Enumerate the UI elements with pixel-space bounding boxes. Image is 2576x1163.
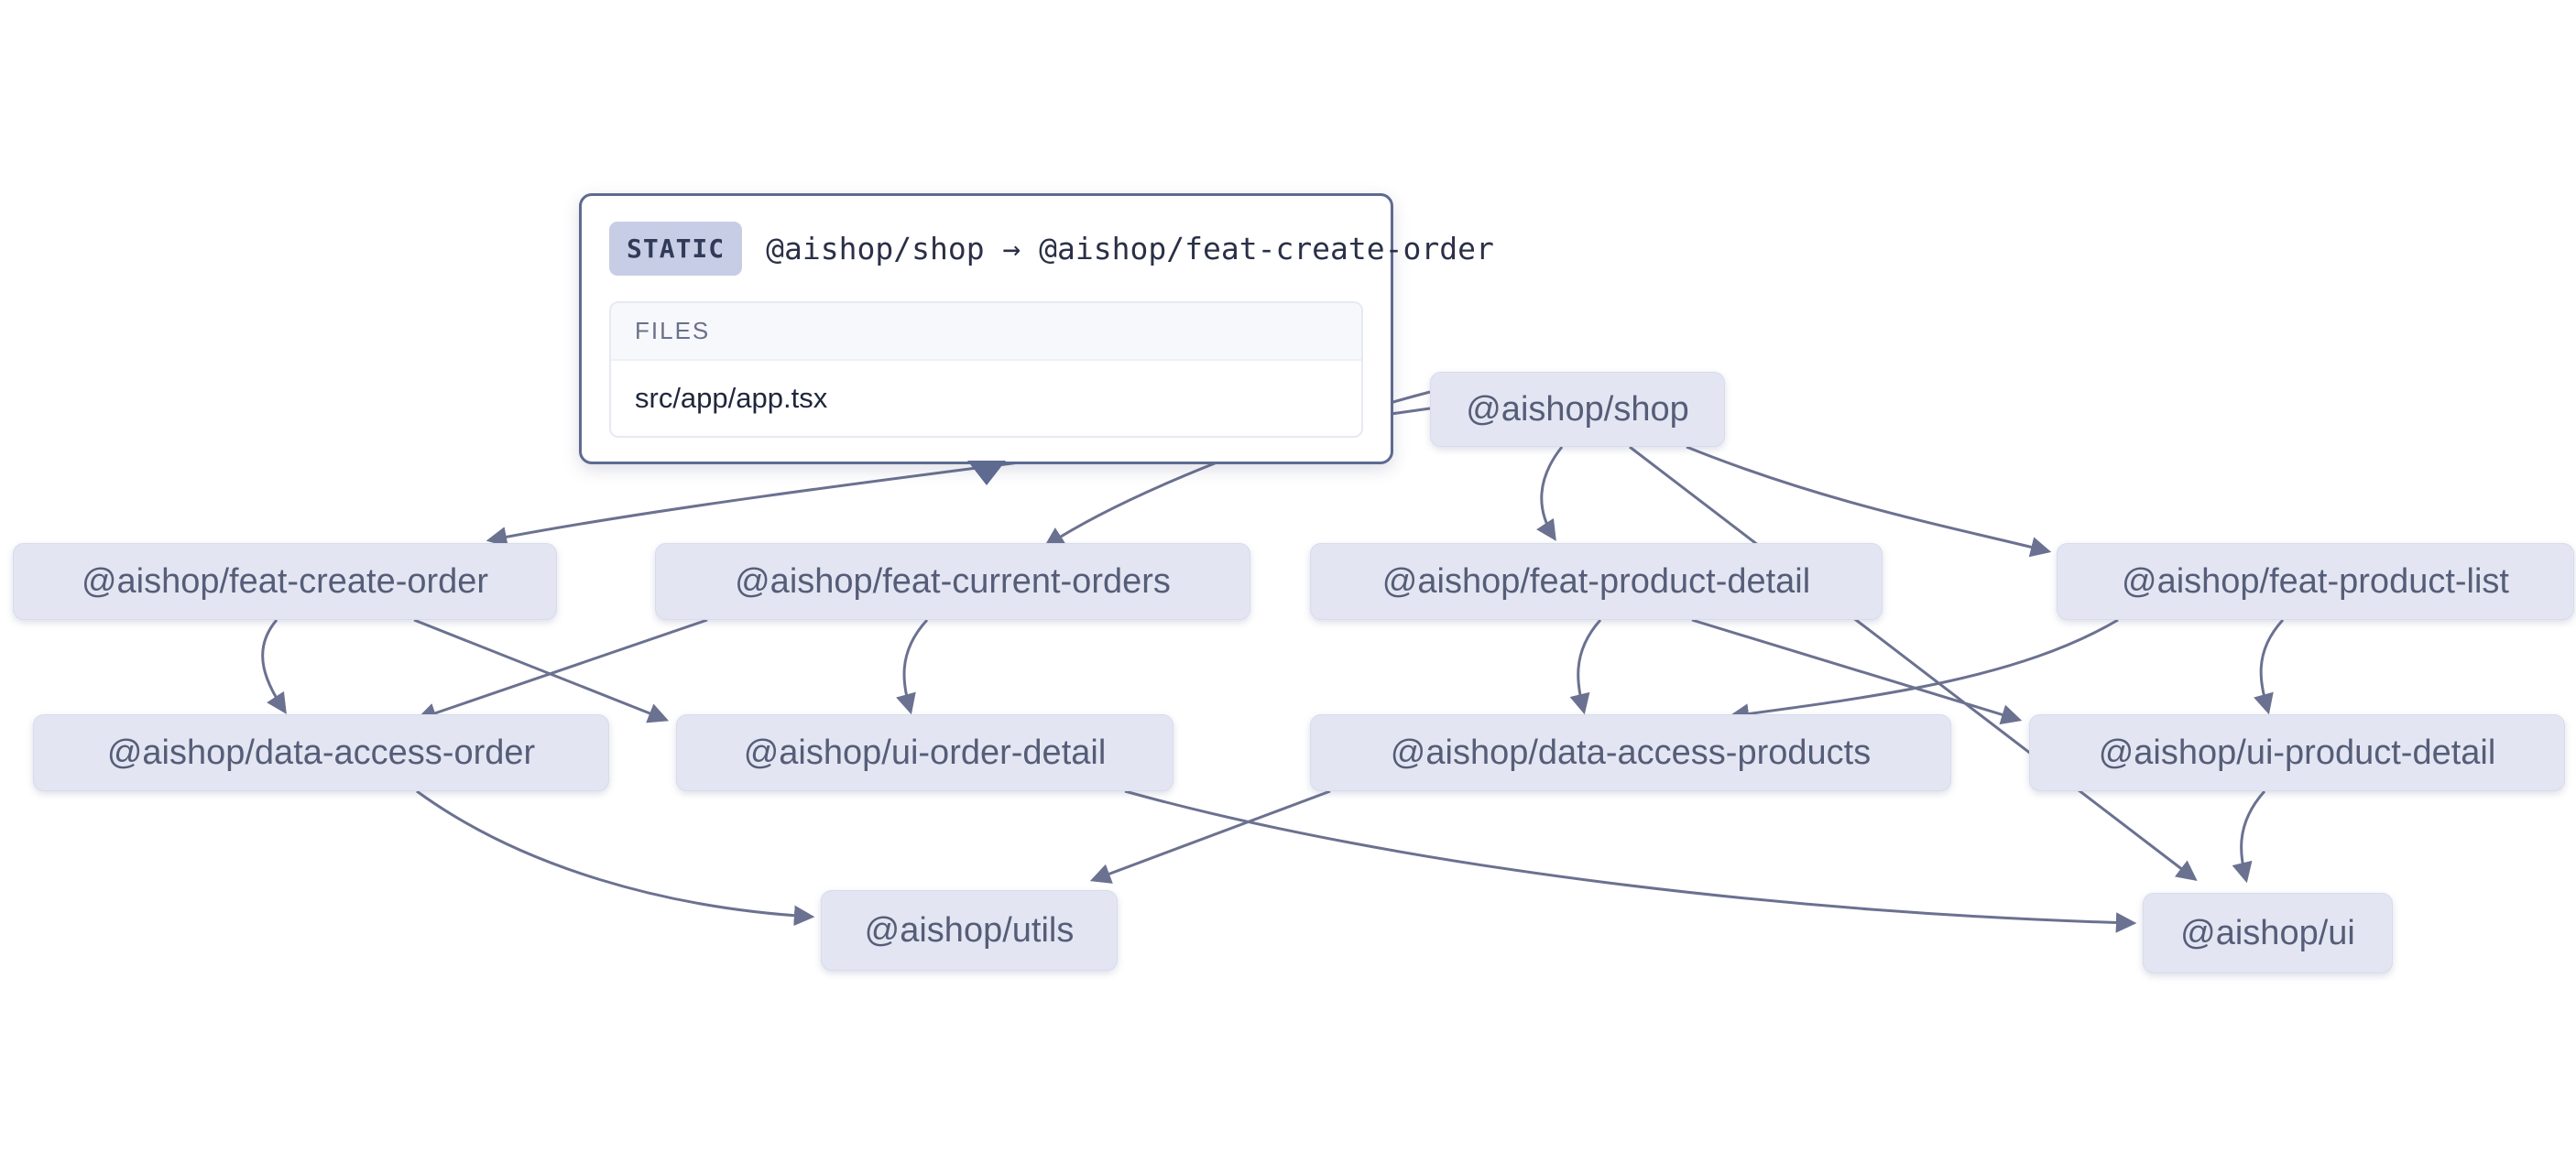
node-feat-current-orders[interactable]: @aishop/feat-current-orders bbox=[655, 543, 1250, 620]
tooltip-file-list: src/app/app.tsx bbox=[611, 361, 1361, 436]
node-utils[interactable]: @aishop/utils bbox=[821, 890, 1118, 971]
tooltip-edge-label: @aishop/shop → @aishop/feat-create-order bbox=[766, 231, 1494, 266]
edge-tooltip: STATIC @aishop/shop → @aishop/feat-creat… bbox=[579, 193, 1494, 464]
edge-feat-product-detail-to-ui-product-detail[interactable] bbox=[1691, 618, 2023, 725]
tooltip-files-box: FILES src/app/app.tsx bbox=[609, 301, 1363, 438]
node-feat-product-detail[interactable]: @aishop/feat-product-detail bbox=[1310, 543, 1883, 620]
node-data-access-order[interactable]: @aishop/data-access-order bbox=[33, 714, 609, 791]
edge-feat-product-detail-to-data-access-products[interactable] bbox=[1569, 619, 1602, 715]
node-feat-create-order[interactable]: @aishop/feat-create-order bbox=[13, 543, 557, 620]
edge-feat-product-list-to-ui-product-detail[interactable] bbox=[2254, 618, 2285, 715]
tooltip-caret-icon bbox=[967, 461, 1006, 485]
edge-feat-product-list-to-data-access-products[interactable] bbox=[1728, 618, 2119, 724]
edge-shop-to-feat-product-detail[interactable] bbox=[1536, 446, 1564, 541]
edge-feat-create-order-to-data-access-order[interactable] bbox=[261, 619, 287, 714]
edge-shop-to-ui[interactable] bbox=[1629, 445, 2198, 882]
edge-ui-order-detail-to-ui[interactable] bbox=[1124, 789, 2137, 933]
edge-data-access-order-to-utils[interactable] bbox=[416, 789, 815, 927]
edge-feat-create-order-to-ui-order-detail[interactable] bbox=[413, 618, 670, 723]
edge-feat-current-orders-to-data-access-order[interactable] bbox=[415, 618, 708, 723]
node-feat-product-list[interactable]: @aishop/feat-product-list bbox=[2057, 543, 2574, 620]
edge-shop-to-feat-product-list[interactable] bbox=[1686, 445, 2052, 558]
file-row: src/app/app.tsx bbox=[611, 361, 1361, 436]
tooltip-files-header: FILES bbox=[611, 303, 1361, 361]
dependency-type-badge: STATIC bbox=[609, 222, 743, 276]
node-ui[interactable]: @aishop/ui bbox=[2143, 893, 2393, 973]
tooltip-header-row: STATIC @aishop/shop → @aishop/feat-creat… bbox=[609, 222, 1494, 276]
node-shop[interactable]: @aishop/shop bbox=[1430, 372, 1725, 447]
edge-feat-current-orders-to-ui-order-detail[interactable] bbox=[896, 618, 929, 715]
edge-ui-product-detail-to-ui[interactable] bbox=[2232, 790, 2266, 884]
node-ui-product-detail[interactable]: @aishop/ui-product-detail bbox=[2029, 714, 2565, 791]
node-data-access-products[interactable]: @aishop/data-access-products bbox=[1310, 714, 1951, 791]
edge-data-access-products-to-utils[interactable] bbox=[1089, 789, 1331, 884]
node-ui-order-detail[interactable]: @aishop/ui-order-detail bbox=[676, 714, 1173, 791]
